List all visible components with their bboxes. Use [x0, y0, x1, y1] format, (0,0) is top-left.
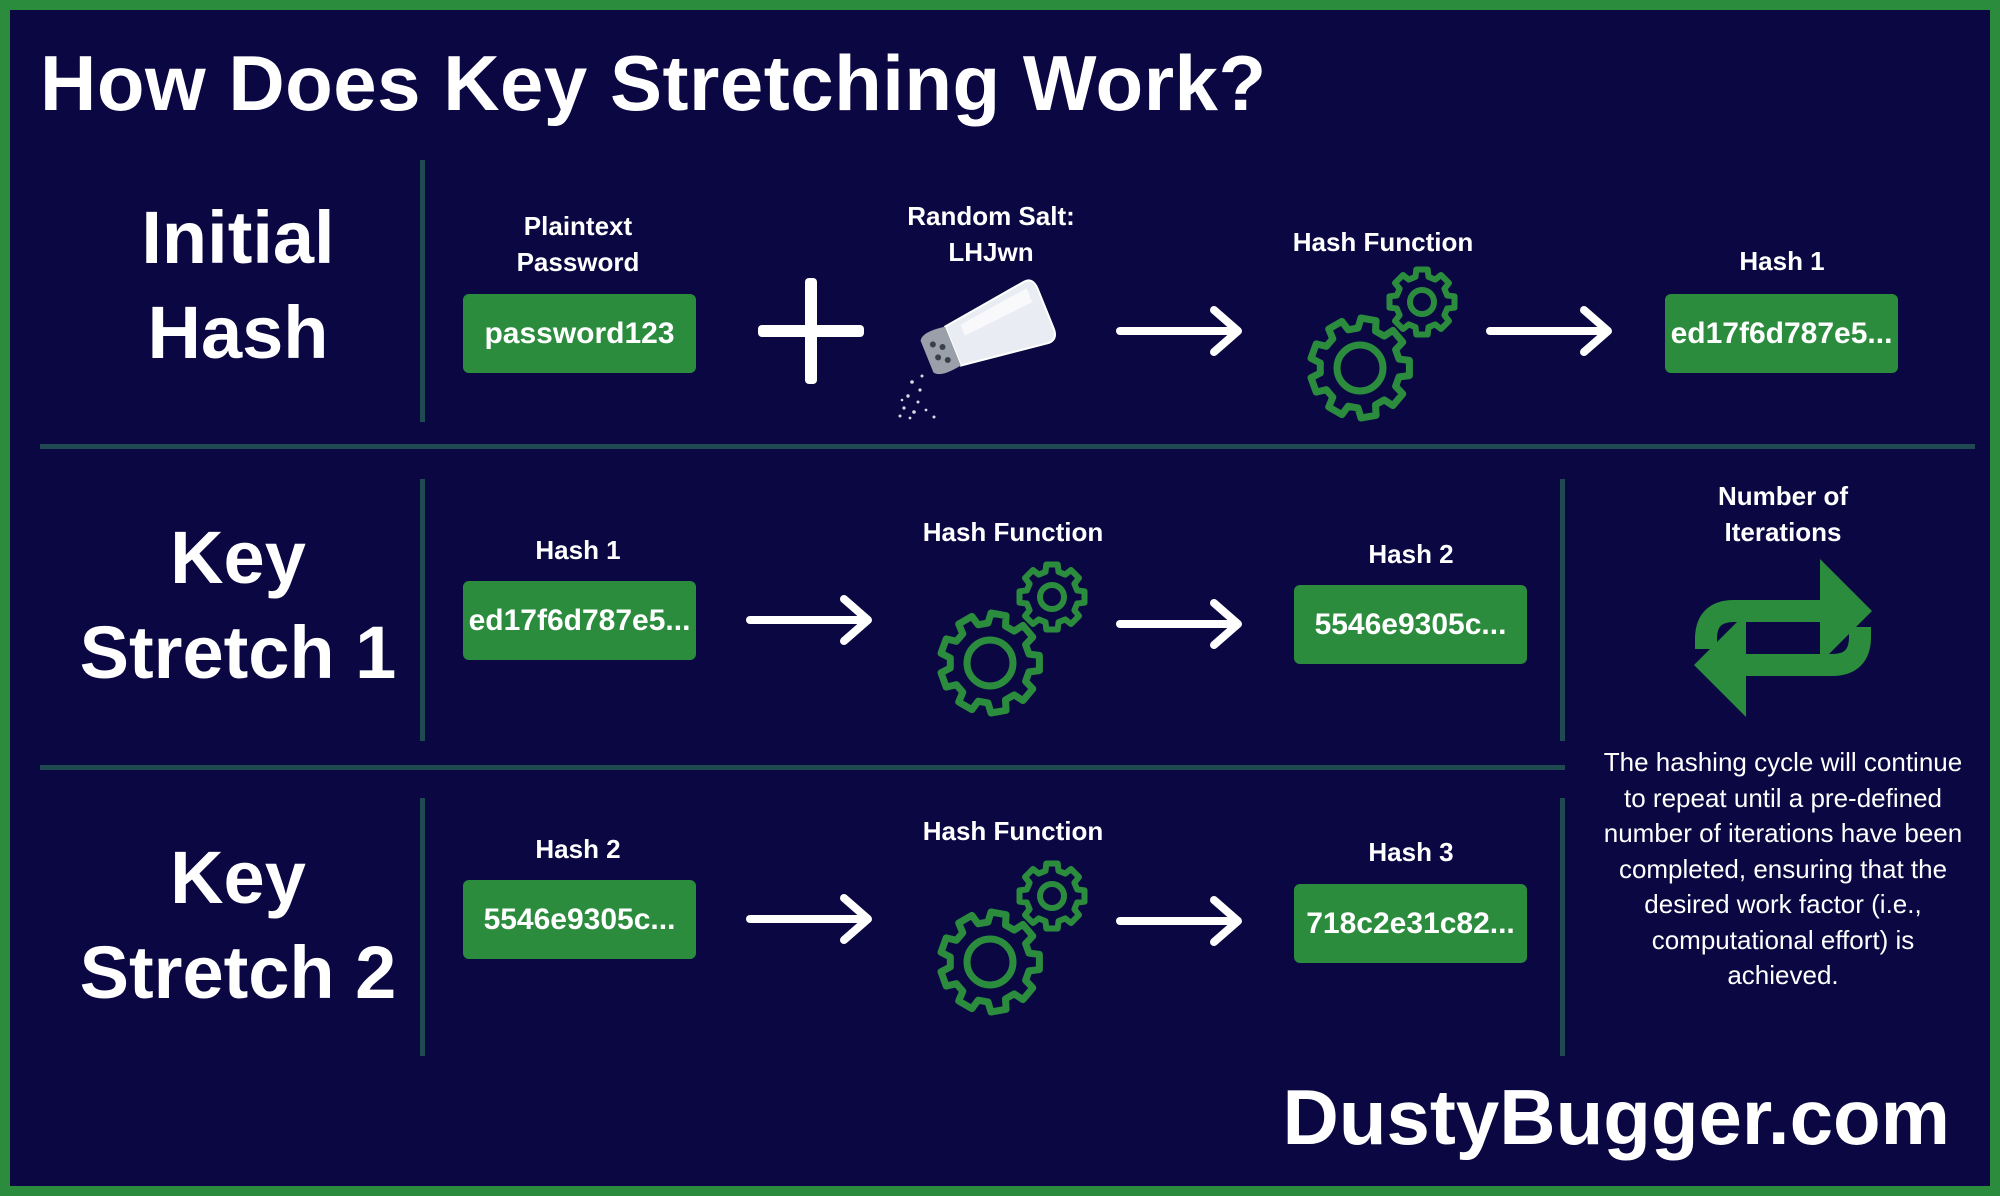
row-label-line: Hash: [147, 291, 329, 374]
divider-iterations-lower: [1560, 798, 1565, 1056]
row-label-line: Key: [170, 516, 306, 599]
arrow-right-icon: [1116, 599, 1242, 649]
hash-1-input-caption: Hash 1: [535, 535, 621, 565]
caption-line: LHJwn: [948, 237, 1034, 267]
divider-iterations-upper: [1560, 479, 1565, 741]
hash-2-input-caption: Hash 2: [535, 834, 621, 864]
caption-line: Random Salt:: [907, 201, 1075, 231]
large-gear: [937, 609, 1043, 717]
hash-2-input-box: 5546e9305c...: [463, 880, 696, 959]
arrow-right-icon: [1486, 306, 1612, 356]
hash-2-caption: Hash 2: [1368, 539, 1454, 569]
divider-horizontal-2: [40, 765, 1565, 770]
arrow-right-icon: [1116, 306, 1242, 356]
hash-1-box: ed17f6d787e5...: [1665, 294, 1898, 373]
large-gear: [937, 908, 1043, 1016]
row-label-line: Stretch 2: [79, 931, 397, 1014]
hash-1-input-box: ed17f6d787e5...: [463, 581, 696, 660]
hash-3-box: 718c2e31c82...: [1294, 884, 1527, 963]
hash-3-caption: Hash 3: [1368, 837, 1454, 867]
divider-horizontal-1: [40, 444, 1975, 449]
number-of-iterations-caption: Number of Iterations: [1718, 478, 1848, 550]
hash-function-caption: Hash Function: [922, 517, 1104, 547]
row-label-line: Stretch 1: [79, 611, 397, 694]
caption-line: Number of: [1718, 481, 1848, 511]
page-title: How Does Key Stretching Work?: [40, 39, 1267, 127]
divider-stretch1-vertical: [420, 479, 425, 741]
arrow-right-icon: [746, 894, 872, 944]
large-gear: [1307, 314, 1413, 422]
hash-1-caption: Hash 1: [1739, 246, 1825, 276]
random-salt-caption: Random Salt: LHJwn: [907, 198, 1075, 270]
divider-stretch2-vertical: [420, 798, 425, 1056]
small-gear: [1016, 561, 1088, 633]
gears-icon: [1307, 266, 1458, 422]
repeat-icon: [1694, 559, 1872, 717]
row-label-key-stretch-1: Key Stretch 1: [38, 510, 438, 700]
gears-icon: [937, 860, 1088, 1016]
iterations-description: The hashing cycle will continue to repea…: [1603, 747, 1963, 990]
caption-line: Plaintext: [523, 211, 633, 241]
caption-line: Password: [516, 247, 640, 277]
row-label-line: Key: [170, 836, 306, 919]
arrow-right-icon: [1116, 896, 1242, 946]
row-label-key-stretch-2: Key Stretch 2: [38, 830, 438, 1020]
small-gear: [1016, 860, 1088, 932]
row-label-line: Initial: [141, 196, 335, 279]
hash-function-caption: Hash Function: [1292, 227, 1474, 257]
plus-icon: [758, 278, 864, 384]
hash-function-caption: Hash Function: [922, 816, 1104, 846]
salt-shaker-icon: [898, 279, 1056, 420]
small-gear: [1386, 266, 1458, 338]
caption-line: Iterations: [1724, 517, 1842, 547]
gears-icon: [937, 561, 1088, 717]
brand-watermark: DustyBugger.com: [1282, 1073, 1950, 1161]
row-label-initial-hash: Initial Hash: [38, 190, 438, 380]
plaintext-password-caption: Plaintext Password: [517, 208, 640, 280]
divider-initial-vertical: [420, 160, 425, 422]
arrow-right-icon: [746, 595, 872, 645]
plaintext-password-box: password123: [463, 294, 696, 373]
hash-2-box: 5546e9305c...: [1294, 585, 1527, 664]
